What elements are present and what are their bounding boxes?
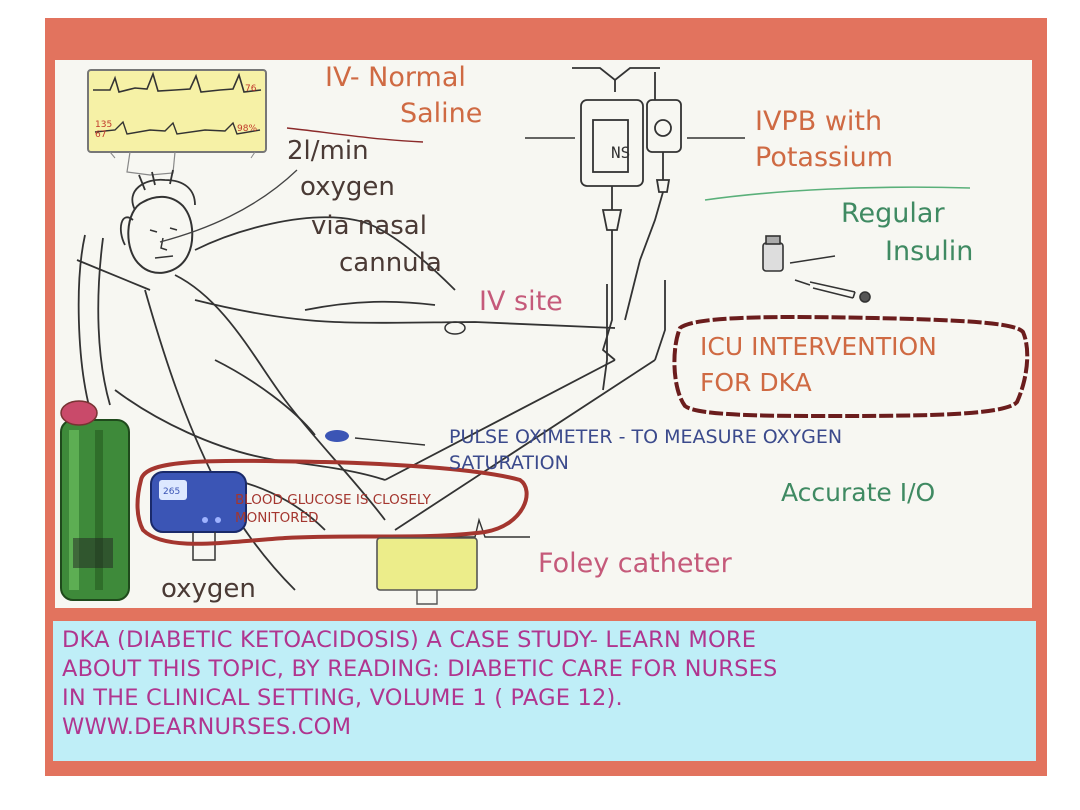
insulin-syringe-icon — [762, 235, 871, 303]
label-oxygen-line4: cannula — [339, 248, 442, 278]
icu-highlight-outline — [672, 315, 1030, 419]
caption-box: DKA (DIABETIC KETOACIDOSIS) A CASE STUDY… — [53, 621, 1036, 761]
label-oxygen-line2: oxygen — [300, 172, 395, 202]
label-iv-site: IV site — [479, 286, 563, 317]
iv-site-icon — [444, 321, 466, 335]
caption-line-1: DKA (DIABETIC KETOACIDOSIS) A CASE STUDY… — [62, 627, 757, 653]
label-oxygen-line3: via nasal — [311, 211, 427, 241]
monitor-bp: 67 — [95, 130, 107, 140]
label-oxygen-tank: oxygen — [161, 574, 256, 604]
cardiac-monitor — [87, 69, 267, 176]
glucose-highlight-outline — [135, 458, 529, 546]
label-glucose-line2: MONITORED — [235, 510, 319, 526]
label-ivpb-line2: Potassium — [755, 142, 894, 173]
label-iv-normal-line2: Saline — [400, 98, 483, 129]
iv-pole — [572, 67, 682, 391]
label-pulse-ox-line1: PULSE OXIMETER - TO MEASURE OXYGEN — [449, 426, 843, 448]
caption-line-3: IN THE CLINICAL SETTING, VOLUME 1 ( PAGE… — [62, 685, 623, 711]
label-oxygen-line1: 2l/min — [287, 136, 369, 166]
monitor-spo2: 98% — [237, 124, 258, 134]
iv-bag-label: NS — [611, 143, 630, 162]
monitor-top: 76 — [245, 84, 257, 94]
label-insulin-line1: Regular — [841, 198, 945, 229]
label-insulin-line2: Insulin — [885, 236, 974, 267]
glucometer-icon — [150, 471, 247, 561]
oxygen-tank-icon — [60, 400, 130, 601]
label-icu-line2: FOR DKA — [700, 368, 812, 397]
label-glucose-line1: BLOOD GLUCOSE IS CLOSELY — [235, 492, 431, 508]
label-pulse-ox-line2: SATURATION — [449, 452, 569, 474]
patient-head — [119, 169, 298, 274]
label-iv-normal-line1: IV- Normal — [325, 62, 466, 93]
leader-lines — [286, 127, 971, 538]
label-accurate-io: Accurate I/O — [781, 478, 936, 507]
monitor-hr: 135 — [95, 120, 113, 130]
caption-link[interactable]: WWW.DEARNURSES.COM — [62, 714, 352, 740]
label-ivpb-line1: IVPB with — [755, 106, 883, 137]
foley-bag-icon — [376, 537, 478, 605]
caption-line-2: ABOUT THIS TOPIC, BY READING: DIABETIC C… — [62, 656, 778, 682]
glucometer-reading: 265 — [163, 487, 180, 497]
pulse-oximeter-icon — [325, 430, 349, 442]
sketch-drawing: NS — [60, 67, 1030, 605]
label-foley: Foley catheter — [538, 548, 732, 579]
label-icu-line1: ICU INTERVENTION — [700, 332, 937, 361]
illustration-panel: NS — [55, 60, 1032, 608]
